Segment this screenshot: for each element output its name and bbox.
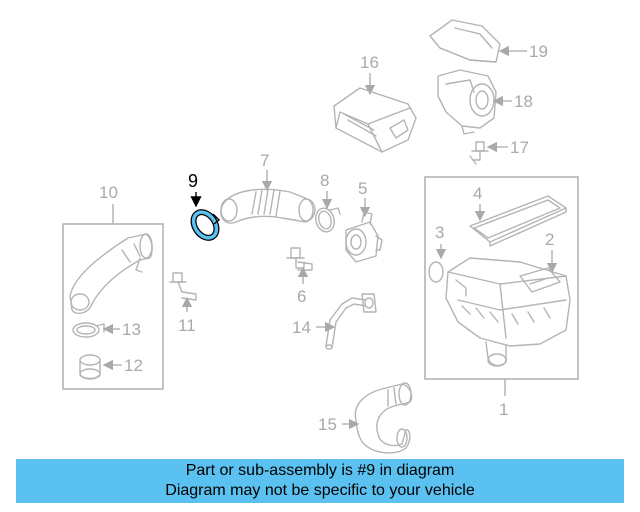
callout-6: 6 bbox=[297, 287, 306, 306]
part-6-drawing bbox=[286, 247, 313, 271]
callout-17: 17 bbox=[510, 138, 529, 157]
part-10-drawing bbox=[69, 233, 153, 315]
callout-10: 10 bbox=[99, 183, 118, 202]
part-5-drawing bbox=[345, 211, 383, 263]
callout-3: 3 bbox=[435, 223, 444, 242]
part-16-drawing bbox=[333, 87, 417, 153]
callout-1: 1 bbox=[499, 400, 508, 419]
part-17-drawing bbox=[469, 141, 489, 165]
callout-2: 2 bbox=[545, 230, 554, 249]
part-1-housing-drawing bbox=[445, 257, 571, 367]
callout-19: 19 bbox=[529, 42, 548, 61]
callout-16: 16 bbox=[360, 53, 379, 72]
part-12-drawing bbox=[79, 354, 101, 380]
part-11-drawing bbox=[169, 272, 197, 301]
banner-line-2: Diagram may not be specific to your vehi… bbox=[165, 482, 475, 499]
callout-12: 12 bbox=[124, 356, 143, 375]
callout-15: 15 bbox=[318, 415, 337, 434]
group-10-frame bbox=[62, 223, 164, 390]
part-8-drawing bbox=[315, 207, 341, 233]
callout-11: 11 bbox=[178, 316, 196, 335]
part-19-drawing bbox=[429, 19, 501, 63]
part-3-drawing bbox=[428, 261, 444, 283]
info-banner: Part or sub-assembly is #9 in diagram Di… bbox=[16, 459, 624, 503]
part-4-drawing bbox=[469, 195, 567, 247]
part-9-clamp-highlighted bbox=[190, 209, 221, 241]
callout-7: 7 bbox=[260, 151, 269, 170]
part-18-drawing bbox=[437, 69, 497, 135]
callout-8: 8 bbox=[320, 171, 329, 190]
callout-5: 5 bbox=[358, 179, 367, 198]
part-7-drawing bbox=[220, 188, 316, 224]
callout-13: 13 bbox=[122, 320, 141, 339]
banner-line-1: Part or sub-assembly is #9 in diagram bbox=[185, 462, 455, 479]
callout-18: 18 bbox=[514, 92, 533, 111]
part-13-drawing bbox=[72, 322, 105, 338]
callout-9: 9 bbox=[188, 171, 198, 191]
part-14-drawing bbox=[325, 293, 377, 350]
parts-diagram: 19 18 17 16 7 9 bbox=[62, 19, 579, 454]
callout-4: 4 bbox=[473, 184, 482, 203]
part-15-drawing bbox=[354, 382, 413, 454]
callout-14: 14 bbox=[292, 318, 311, 337]
group-1-frame bbox=[424, 176, 579, 380]
